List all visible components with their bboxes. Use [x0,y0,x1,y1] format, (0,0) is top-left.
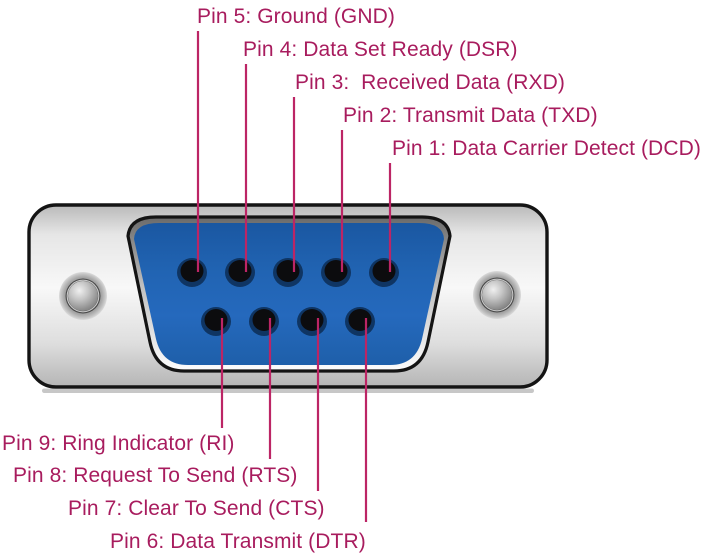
pin1-label: Pin 1: Data Carrier Detect (DCD) [392,137,701,160]
pin3-label: Pin 3: Received Data (RXD) [295,71,565,94]
pin-hole-9 [201,307,231,336]
pin-hole-5 [177,258,207,287]
pin7-label: Pin 7: Clear To Send (CTS) [68,497,325,520]
leader-lines [196,31,392,522]
pin8-label: Pin 8: Request To Send (RTS) [13,464,298,487]
pin5-label: Pin 5: Ground (GND) [197,5,395,28]
pin2-label: Pin 2: Transmit Data (TXD) [343,104,598,127]
connector-shell-shadow [42,388,534,393]
pin-hole-3 [273,258,303,287]
pin-hole-8 [249,307,279,336]
pin-hole-1 [369,258,399,287]
pin-hole-7 [297,307,327,336]
pin-hole-6 [345,307,375,336]
pin6-label: Pin 6: Data Transmit (DTR) [110,530,366,553]
pin-hole-2 [321,258,351,287]
connector-face [134,223,444,365]
screw-left [59,272,107,320]
pin4-label: Pin 4: Data Set Ready (DSR) [243,38,518,61]
screw-right [473,271,521,319]
pin9-label: Pin 9: Ring Indicator (RI) [2,432,235,455]
pin-hole-4 [225,258,255,287]
pin-holes-top-row [177,258,399,287]
